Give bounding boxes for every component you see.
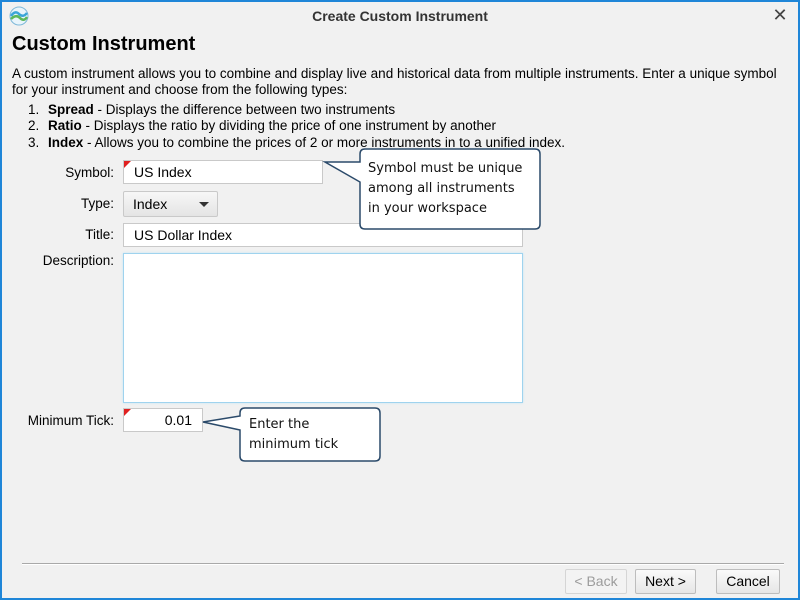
min-tick-label: Minimum Tick: [27, 413, 114, 428]
window-title: Create Custom Instrument [312, 8, 488, 24]
cancel-button[interactable]: Cancel [716, 569, 780, 594]
list-item: 1. Spread - Displays the difference betwe… [28, 102, 788, 118]
type-description: - Displays the difference between two in… [93, 102, 396, 117]
callout-line: among all instruments [368, 181, 515, 196]
page-title: Custom Instrument [12, 33, 196, 55]
symbol-label: Symbol: [65, 165, 114, 180]
list-number: 2. [28, 118, 40, 134]
title-label: Title: [85, 227, 114, 242]
type-list: 1. Spread - Displays the difference betwe… [28, 102, 788, 151]
callout-line: in your workspace [368, 201, 487, 216]
list-item: 2. Ratio - Displays the ratio by dividing… [28, 118, 788, 134]
chevron-down-icon [199, 202, 209, 207]
next-button[interactable]: Next > [635, 569, 696, 594]
required-marker-icon [124, 161, 131, 168]
symbol-value: US Index [134, 164, 192, 180]
list-item: 3. Index - Allows you to combine the pric… [28, 135, 788, 151]
app-logo-icon [9, 6, 29, 26]
list-number: 3. [28, 134, 40, 150]
type-dropdown[interactable]: Index [123, 191, 218, 217]
title-value: US Dollar Index [134, 227, 233, 243]
required-marker-icon [124, 409, 131, 416]
title-bar: Create Custom Instrument ✕ [2, 2, 798, 30]
symbol-callout-text: Symbol must be unique among all instrume… [368, 159, 522, 219]
back-button[interactable]: < Back [565, 569, 627, 594]
title-input[interactable]: US Dollar Index [123, 223, 523, 247]
type-name: Ratio [48, 118, 82, 134]
callout-line: Enter the [249, 417, 310, 432]
symbol-input[interactable]: US Index [123, 160, 323, 184]
footer-divider [22, 563, 784, 565]
list-number: 1. [28, 102, 40, 117]
type-name: Index [48, 134, 84, 150]
type-description: - Allows you to combine the prices of 2 … [83, 134, 566, 150]
description-label: Description: [42, 253, 114, 268]
close-icon[interactable]: ✕ [772, 5, 788, 25]
type-value: Index [133, 196, 168, 212]
intro-text: A custom instrument allows you to combin… [12, 66, 777, 97]
callout-line: minimum tick [249, 437, 339, 452]
type-label: Type: [80, 196, 114, 211]
description-textarea[interactable] [123, 253, 523, 403]
tick-callout-text: Enter the minimum tick [249, 415, 338, 455]
min-tick-value: 0.01 [164, 412, 192, 428]
type-name: Spread [48, 102, 94, 117]
type-description: - Displays the ratio by dividing the pri… [81, 118, 496, 134]
min-tick-input[interactable]: 0.01 [123, 408, 203, 432]
callout-line: Symbol must be unique [368, 161, 523, 176]
